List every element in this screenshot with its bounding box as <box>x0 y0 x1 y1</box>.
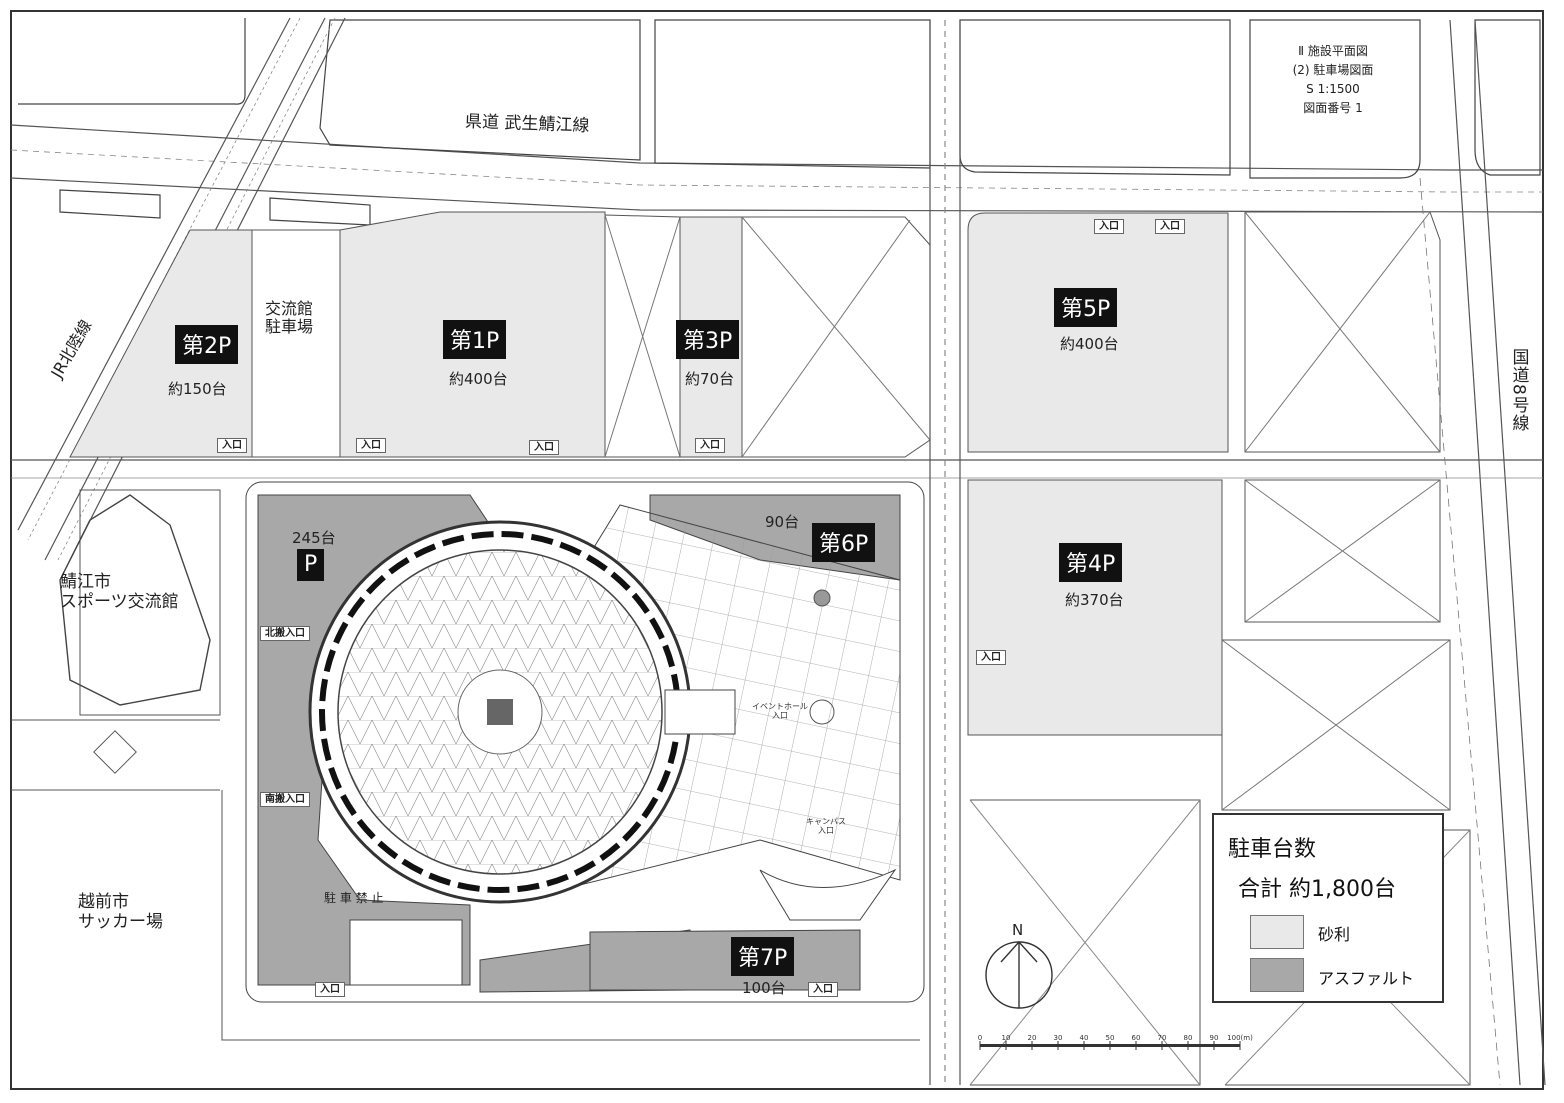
lot-2p-capacity: 約150台 <box>168 380 227 398</box>
scale-tick: 20 <box>1027 1034 1037 1042</box>
title-line: Ⅱ 施設平面図 <box>1298 44 1368 58</box>
south-loading-label: 南搬入口 <box>260 792 310 807</box>
scale-numbers: 0 10 20 30 40 50 60 70 80 90 100(m) <box>977 1034 1253 1044</box>
north-loading-label: 北搬入口 <box>260 626 310 641</box>
lot-1p-capacity: 約400台 <box>449 370 508 388</box>
north-arrow <box>985 940 1053 1009</box>
lot-p-capacity: 245台 <box>292 529 336 547</box>
title-line: S 1:1500 <box>1306 82 1360 96</box>
national-road-label: 国道8号線 <box>1508 348 1529 432</box>
gravel-lots-north <box>69 211 931 458</box>
lot-4p-capacity: 約370台 <box>1065 591 1124 609</box>
entrance-7p: 入口 <box>808 982 838 997</box>
lot-3p-tag: 第3P <box>676 320 740 359</box>
lot-1p-tag: 第1P <box>443 320 507 359</box>
scale-tick: 30 <box>1053 1034 1063 1042</box>
entrance-1p-east: 入口 <box>529 440 559 455</box>
lot-3p-capacity: 約70台 <box>685 370 735 388</box>
entrance-5p-east: 入口 <box>1155 219 1185 234</box>
entrance-4p: 入口 <box>976 650 1006 665</box>
scale-bar <box>979 1041 1241 1050</box>
title-line: (2) 駐車場図面 <box>1292 63 1374 77</box>
campus-entrance-label: キャンパス 入口 <box>806 817 846 835</box>
lot-7p-capacity: 100台 <box>742 979 786 997</box>
lot-7p-tag: 第7P <box>731 937 795 976</box>
legend-title: 駐車台数 <box>1228 837 1317 862</box>
scale-tick: 100(m) <box>1227 1034 1253 1042</box>
legend-swatch-gravel <box>1250 915 1304 949</box>
title-line: 図面番号 1 <box>1303 101 1363 115</box>
entrance-1p-west: 入口 <box>356 438 386 453</box>
event-hall-entrance-label: イベントホール 入口 <box>752 702 808 720</box>
lot-5p-tag: 第5P <box>1054 288 1118 327</box>
dome <box>308 520 897 921</box>
no-parking-label: 駐 車 禁 止 <box>324 891 384 905</box>
sports-hall-label: 鯖江市 スポーツ交流館 <box>60 572 179 612</box>
soccer-field-label: 越前市 サッカー場 <box>78 892 163 932</box>
lot-6p-capacity: 90台 <box>765 513 800 531</box>
lot-5p-capacity: 約400台 <box>1060 335 1119 353</box>
scale-tick: 70 <box>1157 1034 1167 1042</box>
entrance-main-south: 入口 <box>315 982 345 997</box>
legend: 駐車台数 合計 約1,800台 砂利 アスファルト <box>1212 813 1444 1003</box>
north-label: N <box>1012 921 1024 939</box>
scale-tick: 50 <box>1105 1034 1115 1042</box>
scale-tick: 80 <box>1183 1034 1193 1042</box>
entrance-3p: 入口 <box>695 438 725 453</box>
legend-total: 合計 約1,800台 <box>1238 877 1396 902</box>
community-parking-label: 交流館 駐車場 <box>265 299 314 337</box>
entrance-2p: 入口 <box>217 438 247 453</box>
prefectural-road <box>10 124 1544 479</box>
scale-tick: 60 <box>1131 1034 1141 1042</box>
lot-p-tag: P <box>297 549 325 581</box>
legend-label-asphalt: アスファルト <box>1318 969 1415 988</box>
scale-tick: 90 <box>1209 1034 1219 1042</box>
lot-6p-tag: 第6P <box>812 523 876 562</box>
west-blocks <box>11 489 920 1041</box>
gravel-lots-east <box>967 211 1471 1086</box>
lot-2p-tag: 第2P <box>175 325 239 364</box>
scale-tick: 0 <box>977 1034 983 1042</box>
scale-tick: 10 <box>1001 1034 1011 1042</box>
title-block: Ⅱ 施設平面図 (2) 駐車場図面 S 1:1500 図面番号 1 <box>1268 42 1398 118</box>
legend-label-gravel: 砂利 <box>1318 925 1351 944</box>
lot-4p-tag: 第4P <box>1059 543 1123 582</box>
legend-swatch-asphalt <box>1250 958 1304 992</box>
vertical-roads <box>929 19 1546 1086</box>
entrance-5p-west: 入口 <box>1094 219 1124 234</box>
scale-tick: 40 <box>1079 1034 1089 1042</box>
